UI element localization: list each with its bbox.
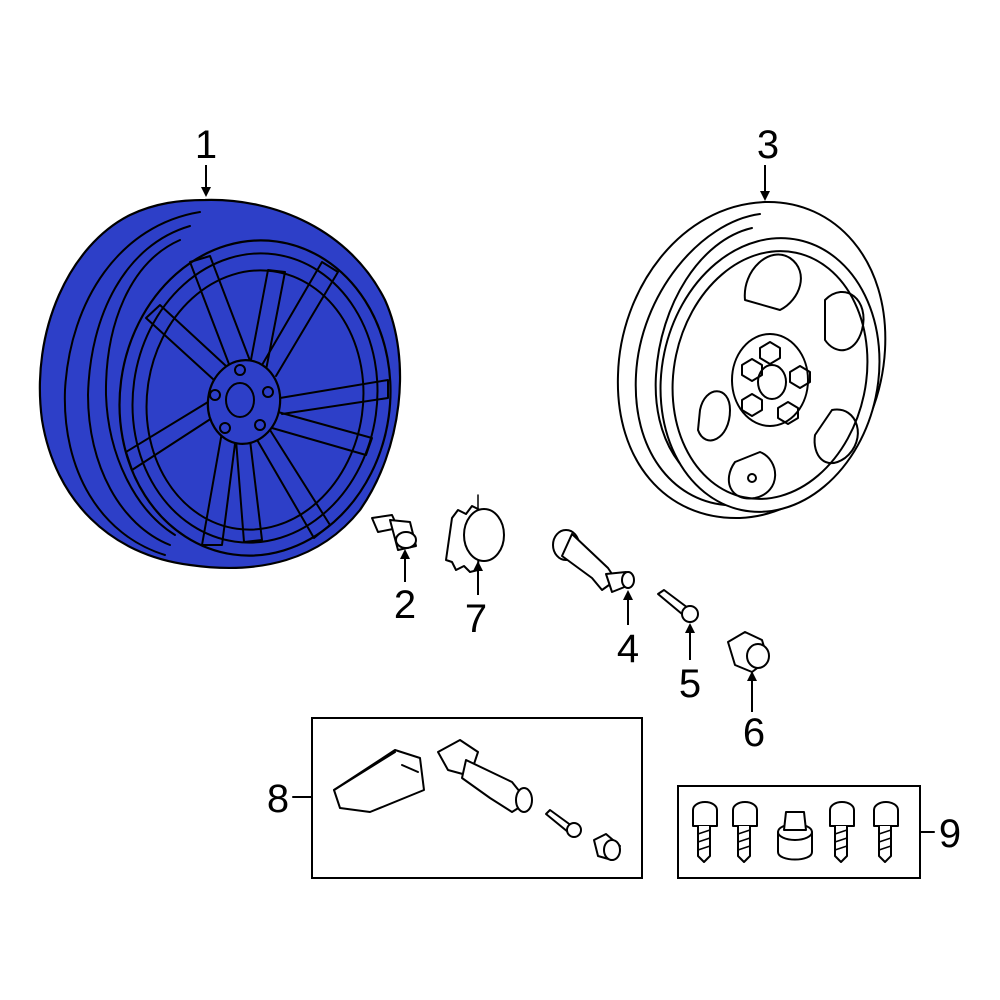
part-4-valve-stem[interactable] [552, 529, 635, 593]
callout-6-label: 6 [743, 711, 765, 755]
callout-4-label: 4 [617, 627, 639, 671]
callout-2-label: 2 [394, 583, 416, 627]
part-6-valve-cap[interactable] [727, 631, 770, 673]
part-3-spare-wheel[interactable] [616, 200, 904, 532]
callout-3-label: 3 [757, 123, 779, 167]
part-9-lock-bolt-set[interactable] [692, 801, 899, 863]
part-5-valve-core[interactable] [657, 589, 699, 623]
callout-5-label: 5 [679, 662, 701, 706]
callout-8-label: 8 [267, 777, 289, 821]
part-8-tpms-sensor-kit[interactable] [333, 739, 621, 861]
callout-7-label: 7 [465, 597, 487, 641]
part-2-wheel-bolt[interactable] [371, 514, 417, 551]
part-1-alloy-wheel[interactable] [38, 198, 411, 573]
callout-9-label: 9 [939, 812, 961, 856]
callout-1-label: 1 [195, 123, 217, 167]
part-7-center-cap[interactable] [445, 494, 505, 573]
